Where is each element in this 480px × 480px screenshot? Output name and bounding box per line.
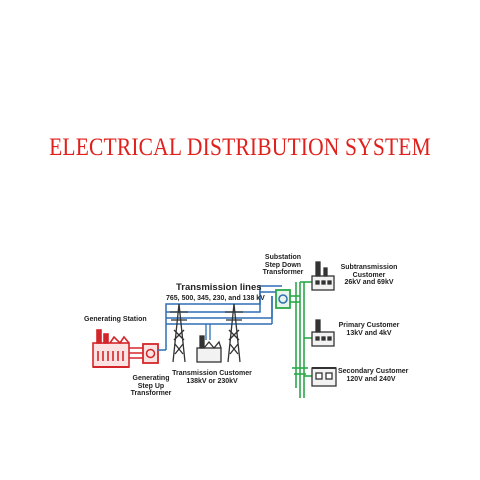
substation-label: Substation Step Down Transformer bbox=[260, 254, 306, 277]
step-up-line-2: Step Up bbox=[137, 382, 165, 390]
substation-line-1: Substation bbox=[264, 254, 302, 261]
secondary-customer-line-1: Secondary Customer bbox=[338, 368, 409, 375]
diagram-title: ELECTRICAL DISTRIBUTION SYSTEM bbox=[49, 134, 431, 161]
primary-customer-line-2: 13kV and 4kV bbox=[346, 329, 392, 337]
primary-customer-building-icon bbox=[311, 319, 335, 347]
subtransmission-line-3: 26kV and 69kV bbox=[344, 279, 394, 287]
transmission-customer-line-1: Transmission Customer bbox=[172, 370, 252, 377]
transmission-tower-icon bbox=[170, 303, 188, 363]
secondary-customer-label: Secondary Customer 120V and 240V bbox=[338, 368, 409, 383]
generation-line bbox=[129, 347, 143, 359]
transmission-tower-icon bbox=[225, 303, 243, 363]
step-up-transformer-icon bbox=[142, 343, 166, 364]
transmission-lines-label: Transmission lines bbox=[176, 282, 262, 293]
generating-station-icon bbox=[92, 329, 130, 368]
step-up-transformer-label: Generating Step Up Transformer bbox=[128, 375, 174, 398]
generating-station-label: Generating Station bbox=[84, 316, 147, 323]
subtransmission-line-1: Subtransmission bbox=[340, 264, 398, 271]
transmission-customer-factory-icon bbox=[196, 324, 222, 363]
substation-line-2: Step Down bbox=[264, 261, 302, 269]
primary-customer-label: Primary Customer 13kV and 4kV bbox=[338, 322, 400, 337]
subtransmission-customer-building-icon bbox=[311, 261, 335, 291]
transmission-voltages-label: 765, 500, 345, 230, and 138 kV bbox=[166, 295, 265, 302]
step-up-line-1: Generating bbox=[132, 375, 170, 382]
transmission-lines bbox=[165, 285, 282, 350]
transmission-customer-label: Transmission Customer 138kV or 230kV bbox=[172, 370, 252, 385]
substation-transformer-icon bbox=[275, 289, 291, 309]
subtransmission-customer-label: Subtransmission Customer 26kV and 69kV bbox=[338, 264, 400, 287]
step-up-line-3: Transformer bbox=[130, 390, 172, 398]
primary-customer-line-1: Primary Customer bbox=[338, 322, 400, 329]
subtransmission-line-2: Customer bbox=[352, 271, 386, 279]
distribution-lines bbox=[290, 281, 312, 398]
substation-line-3: Transformer bbox=[262, 269, 304, 277]
transmission-customer-line-2: 138kV or 230kV bbox=[186, 377, 238, 385]
secondary-customer-line-2: 120V and 240V bbox=[346, 375, 396, 383]
secondary-customer-house-icon bbox=[311, 367, 337, 387]
